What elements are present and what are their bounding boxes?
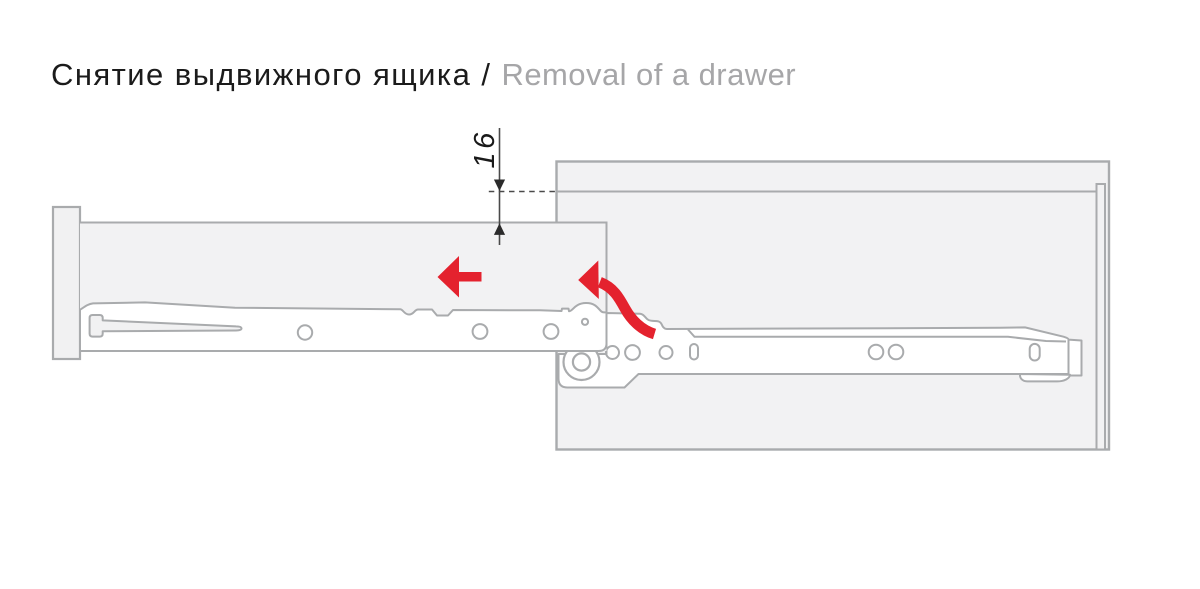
svg-text:16: 16 bbox=[469, 129, 501, 168]
